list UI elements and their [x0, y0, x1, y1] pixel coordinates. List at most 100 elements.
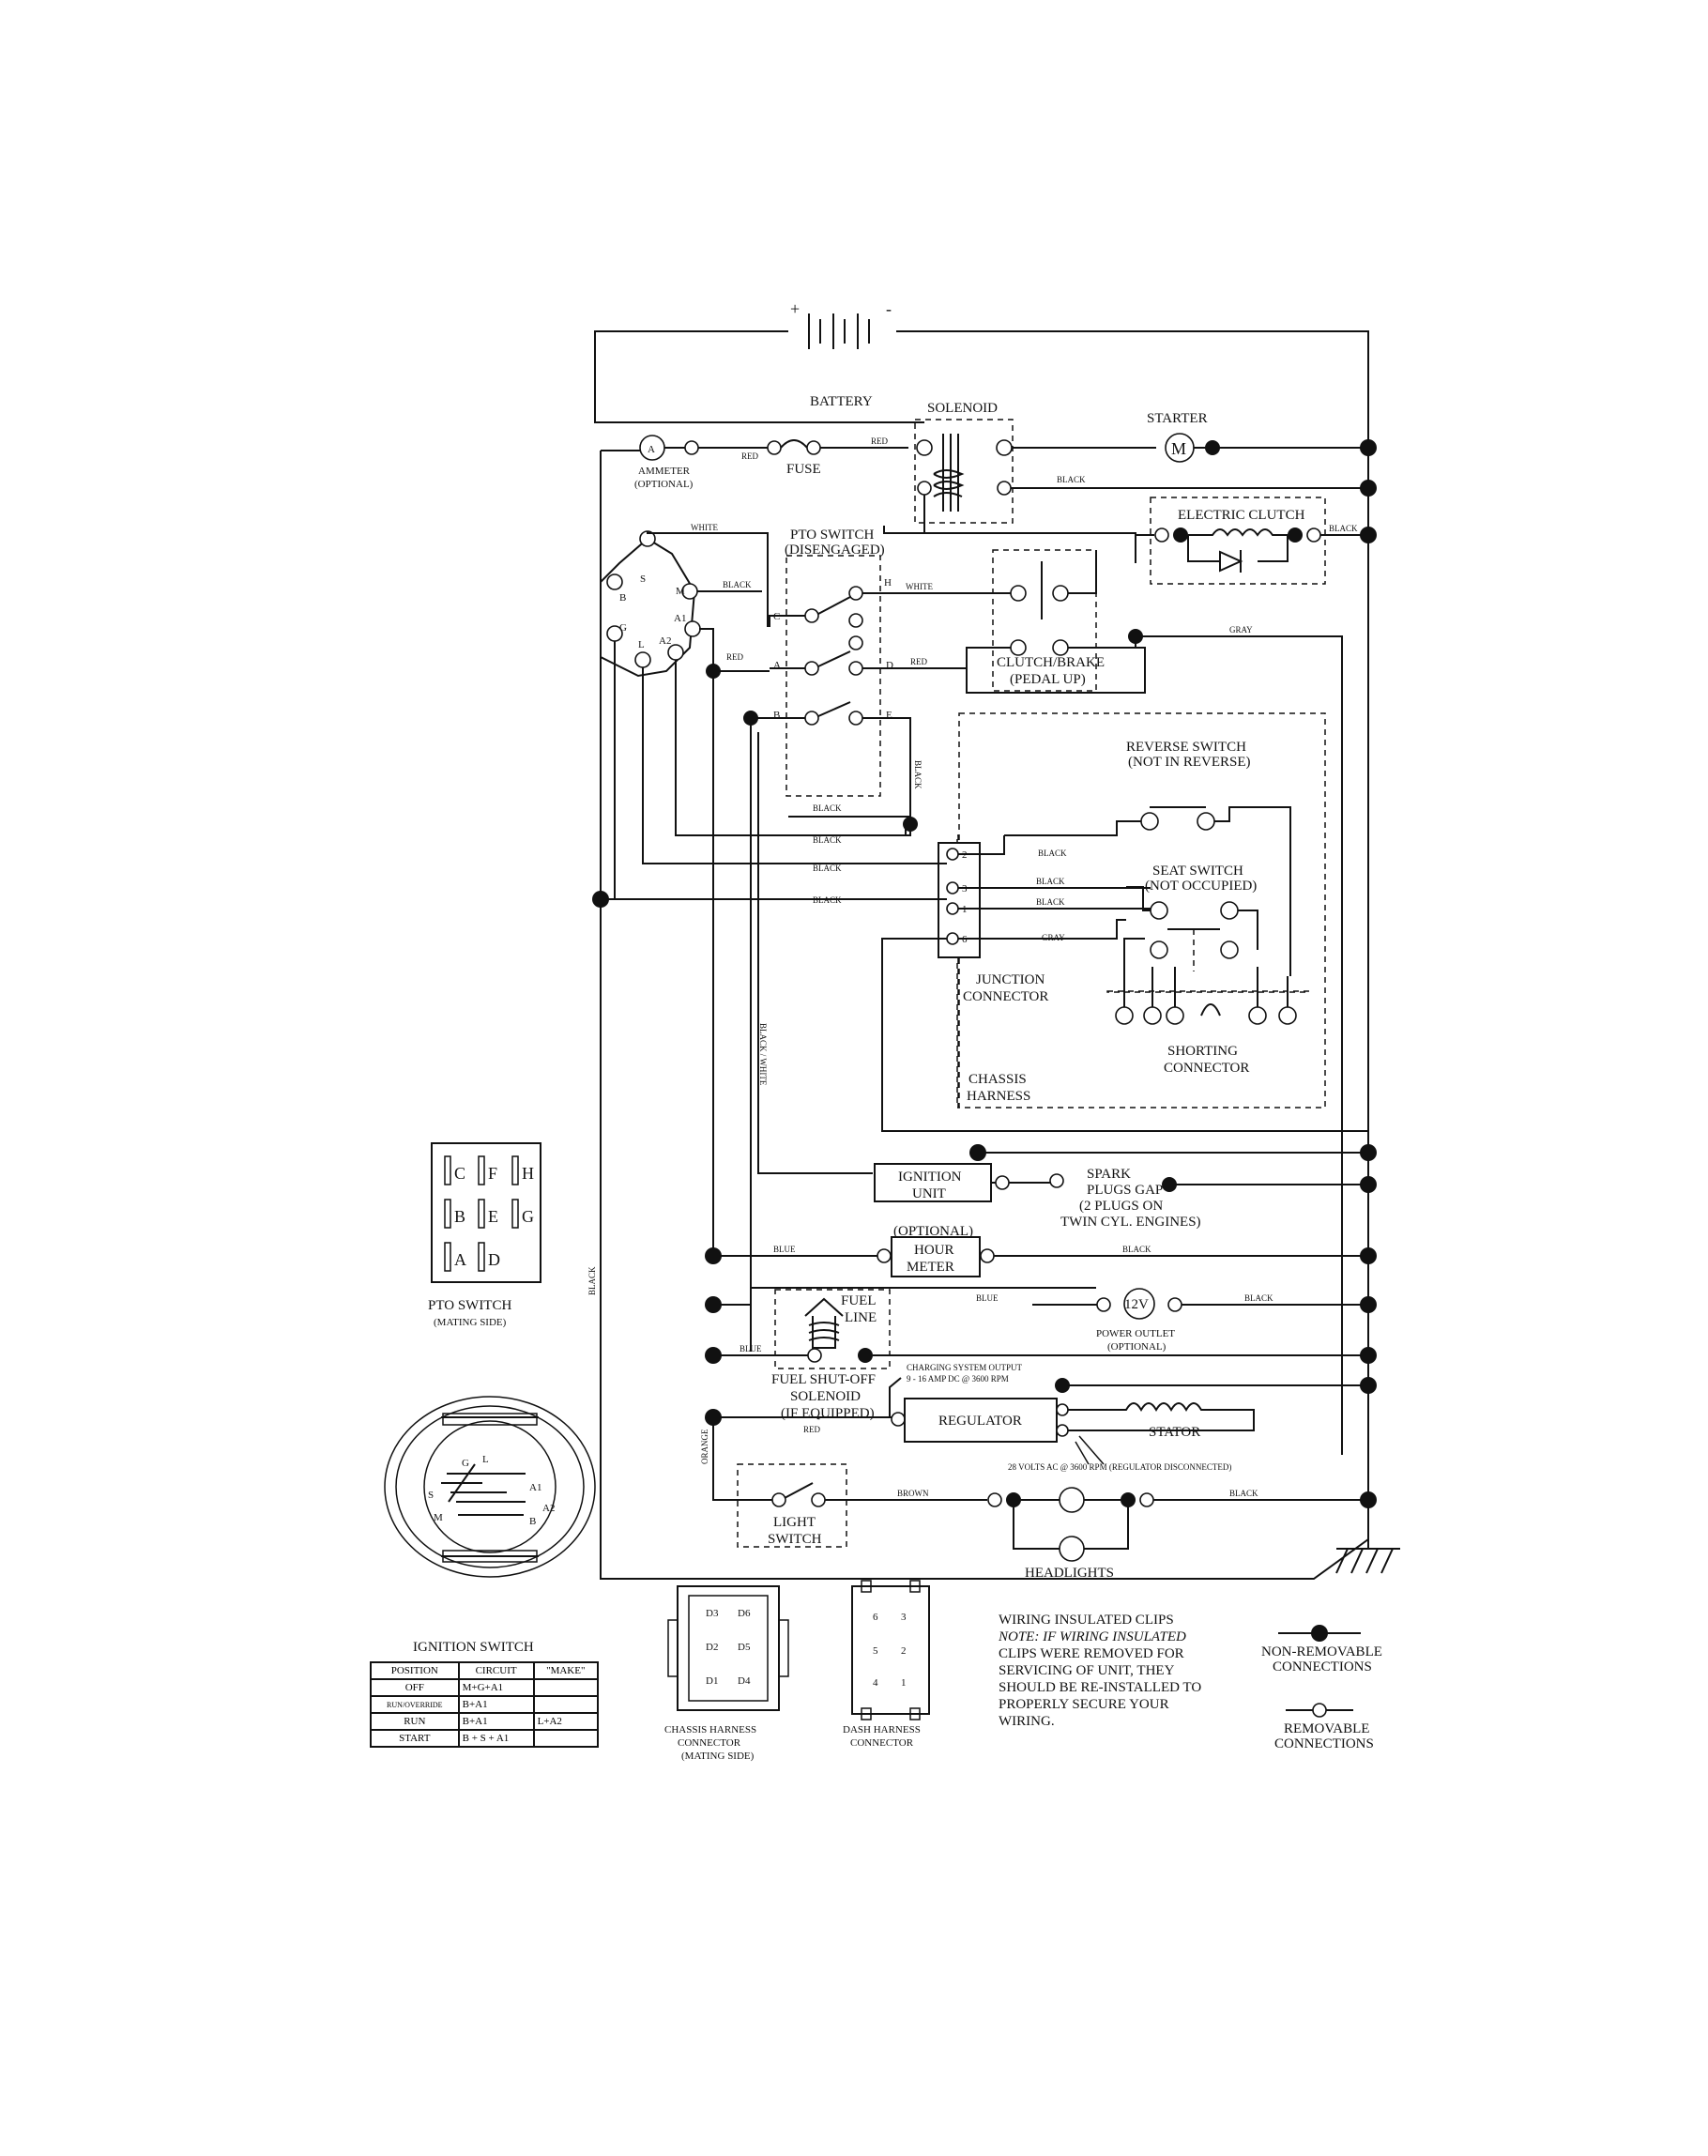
- svg-text:WHITE: WHITE: [691, 523, 718, 532]
- svg-text:ELECTRIC CLUTCH: ELECTRIC CLUTCH: [1178, 508, 1305, 523]
- svg-text:IGNITION: IGNITION: [898, 1170, 962, 1185]
- svg-text:M: M: [434, 1512, 443, 1523]
- svg-text:(OPTIONAL): (OPTIONAL): [1107, 1341, 1167, 1353]
- table-row: RUN/OVERRIDE B+A1: [370, 1695, 600, 1714]
- svg-text:PTO SWITCH: PTO SWITCH: [790, 528, 874, 543]
- svg-text:(IF EQUIPPED): (IF EQUIPPED): [781, 1406, 875, 1421]
- svg-text:BLACK: BLACK: [1038, 849, 1067, 858]
- svg-text:BLUE: BLUE: [740, 1344, 762, 1353]
- svg-text:G: G: [619, 622, 627, 634]
- pto-terminal-G: G: [511, 1199, 534, 1229]
- svg-text:S: S: [428, 1490, 434, 1501]
- svg-text:BLUE: BLUE: [773, 1245, 796, 1254]
- svg-text:FUEL SHUT-OFF: FUEL SHUT-OFF: [771, 1372, 876, 1387]
- svg-text:CHASSIS: CHASSIS: [968, 1072, 1027, 1087]
- svg-text:BLACK: BLACK: [1057, 475, 1086, 484]
- pto-terminal-C: C: [444, 1155, 465, 1185]
- svg-text:F: F: [488, 1164, 497, 1183]
- svg-text:G: G: [522, 1207, 534, 1226]
- pto-terminal-A: A: [444, 1242, 466, 1272]
- svg-text:C: C: [454, 1164, 465, 1183]
- svg-text:TWIN CYL. ENGINES): TWIN CYL. ENGINES): [1060, 1215, 1201, 1230]
- table-row: OFF M+G+A1: [370, 1678, 600, 1697]
- pto-terminal-D: D: [478, 1242, 500, 1272]
- svg-text:A2: A2: [659, 635, 671, 647]
- svg-text:STATOR: STATOR: [1149, 1425, 1200, 1440]
- svg-text:JUNCTION: JUNCTION: [976, 972, 1045, 987]
- svg-text:(DISENGAGED): (DISENGAGED): [785, 543, 885, 558]
- battery-label: BATTERY: [810, 394, 873, 409]
- ignition-switch-face: G L A1 S A2 M B IGNITION SWITCH: [384, 1396, 596, 1655]
- svg-text:(PEDAL UP): (PEDAL UP): [1010, 672, 1086, 687]
- svg-text:A: A: [648, 444, 655, 455]
- svg-text:HARNESS: HARNESS: [967, 1089, 1030, 1104]
- hour-meter: BLUE (OPTIONAL) HOUR METER BLACK: [705, 1224, 1377, 1277]
- svg-text:SWITCH: SWITCH: [768, 1532, 822, 1547]
- svg-text:FUEL: FUEL: [841, 1293, 877, 1308]
- svg-text:A1: A1: [674, 613, 686, 624]
- svg-text:RED: RED: [803, 1425, 821, 1434]
- table-row: RUN B+A1 L+A2: [370, 1712, 600, 1731]
- svg-text:(MATING SIDE): (MATING SIDE): [434, 1317, 507, 1328]
- svg-text:BLACK: BLACK: [813, 803, 842, 813]
- svg-text:IGNITION SWITCH: IGNITION SWITCH: [413, 1640, 534, 1655]
- svg-text:L: L: [638, 639, 645, 650]
- svg-text:AMMETER: AMMETER: [638, 466, 691, 477]
- svg-text:B: B: [529, 1516, 536, 1527]
- svg-text:BLACK: BLACK: [1244, 1293, 1273, 1303]
- ignition-table-grid: POSITION CIRCUIT "MAKE" OFF M+G+A1 RUN/O…: [370, 1661, 600, 1748]
- svg-text:CHARGING SYSTEM OUTPUT: CHARGING SYSTEM OUTPUT: [907, 1363, 1023, 1372]
- fuse-icon: [780, 439, 808, 449]
- svg-text:L: L: [482, 1454, 489, 1465]
- svg-text:BLACK: BLACK: [723, 580, 752, 589]
- svg-text:POWER OUTLET: POWER OUTLET: [1096, 1328, 1175, 1339]
- svg-text:GRAY: GRAY: [1042, 933, 1065, 942]
- starter-circuit: A AMMETER (OPTIONAL) RED FUSE RED SOLENO…: [601, 401, 1377, 563]
- pto-switch: PTO SWITCH (DISENGAGED) C H A D B E WHIT…: [743, 528, 985, 818]
- svg-text:28 VOLTS AC @ 3600 RPM (REGULA: 28 VOLTS AC @ 3600 RPM (REGULATOR DISCON…: [1008, 1462, 1231, 1472]
- solenoid-box: [914, 419, 1014, 524]
- battery: + - BATTERY: [790, 299, 892, 409]
- table-header: CIRCUIT: [457, 1661, 535, 1680]
- pto-terminal-E: E: [478, 1199, 498, 1229]
- svg-text:RED: RED: [741, 451, 759, 461]
- svg-text:E: E: [488, 1207, 498, 1226]
- svg-text:(NOT OCCUPIED): (NOT OCCUPIED): [1145, 879, 1257, 894]
- battery-plus: +: [790, 299, 800, 318]
- pto-terminal-F: F: [478, 1155, 497, 1185]
- svg-text:BLACK: BLACK: [1036, 877, 1065, 886]
- electric-clutch: ELECTRIC CLUTCH BLACK: [1135, 497, 1377, 585]
- svg-text:BLACK: BLACK: [1036, 897, 1065, 907]
- battery-minus: -: [886, 299, 892, 318]
- svg-text:SHORTING: SHORTING: [1167, 1044, 1238, 1059]
- svg-text:HOUR: HOUR: [914, 1243, 954, 1258]
- svg-text:CLUTCH/BRAKE: CLUTCH/BRAKE: [997, 655, 1105, 670]
- svg-text:HEADLIGHTS: HEADLIGHTS: [1025, 1566, 1114, 1581]
- ground-icon: [1335, 1539, 1400, 1574]
- light-switch-circuit: ORANGE LIGHT SWITCH BROWN BLACK HEADLIGH…: [700, 1417, 1377, 1581]
- table-header: "MAKE": [532, 1661, 600, 1680]
- table-header: POSITION: [370, 1661, 460, 1680]
- pto-switch-mating-side: C F H B E G A D PTO SWITCH (MATING SIDE): [428, 1142, 541, 1328]
- svg-text:REVERSE SWITCH: REVERSE SWITCH: [1126, 740, 1246, 755]
- svg-text:9 - 16 AMP DC @ 3600 RPM: 9 - 16 AMP DC @ 3600 RPM: [907, 1374, 1009, 1384]
- svg-text:B: B: [619, 592, 626, 604]
- svg-text:A: A: [454, 1250, 466, 1269]
- svg-text:G: G: [462, 1458, 469, 1469]
- svg-text:SEAT SWITCH: SEAT SWITCH: [1152, 864, 1243, 879]
- svg-text:12V: 12V: [1124, 1297, 1149, 1312]
- svg-text:H: H: [884, 577, 892, 589]
- svg-text:CONNECTOR: CONNECTOR: [963, 989, 1048, 1004]
- clutch-brake-switch: CLUTCH/BRAKE (PEDAL UP) GRAY: [966, 549, 1343, 1455]
- power-outlet: BLUE 12V BLACK POWER OUTLET (OPTIONAL): [705, 1287, 1377, 1353]
- ignition-switch-table: POSITION CIRCUIT "MAKE" OFF M+G+A1 RUN/O…: [370, 1661, 600, 1748]
- svg-text:(2 PLUGS ON: (2 PLUGS ON: [1079, 1199, 1163, 1214]
- svg-text:BROWN: BROWN: [897, 1489, 929, 1498]
- starter-m: M: [1171, 439, 1186, 458]
- svg-text:LIGHT: LIGHT: [773, 1515, 816, 1530]
- svg-text:BLACK: BLACK: [1329, 524, 1358, 533]
- ignition-unit: BLACK / WHITE IGNITION UNIT SPARK PLUGS …: [712, 671, 1377, 1352]
- svg-text:CONNECTOR: CONNECTOR: [1164, 1061, 1249, 1076]
- svg-text:BLACK: BLACK: [813, 895, 842, 905]
- svg-text:B: B: [773, 710, 780, 721]
